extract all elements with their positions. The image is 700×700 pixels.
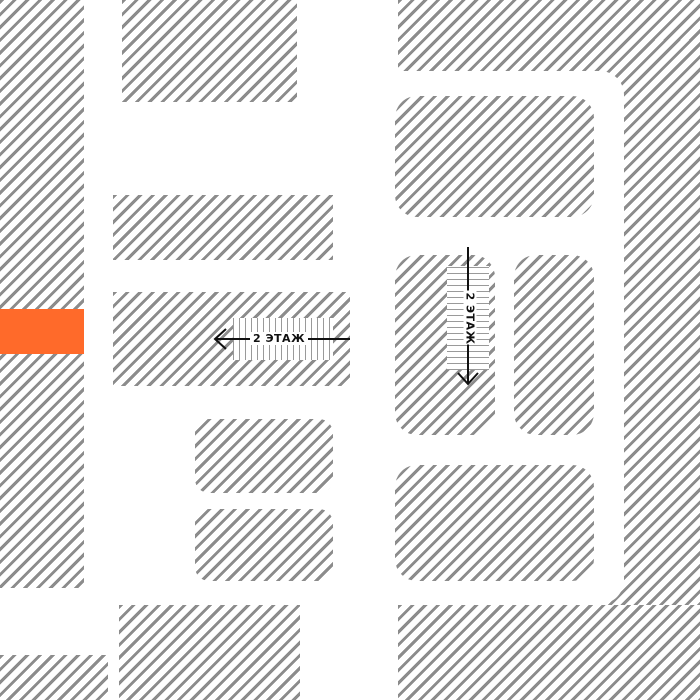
floor-label-south[interactable]: 2 ЭТАЖ [463,290,477,345]
building-center-4 [195,509,333,581]
floor-label-west[interactable]: 2 ЭТАЖ [250,332,309,345]
building-bottom-center [119,605,300,700]
building-right-bottom [398,605,700,700]
building-left-strip [0,0,84,588]
building-center-3 [195,419,333,493]
highlighted-building[interactable] [0,309,84,354]
building-bottom-left [0,655,108,700]
building-center-1 [113,195,333,260]
courtyard-building-mid-right [514,255,594,435]
courtyard-building-bottom [395,465,594,581]
courtyard-building-top [395,96,594,217]
building-top-center [122,0,297,102]
